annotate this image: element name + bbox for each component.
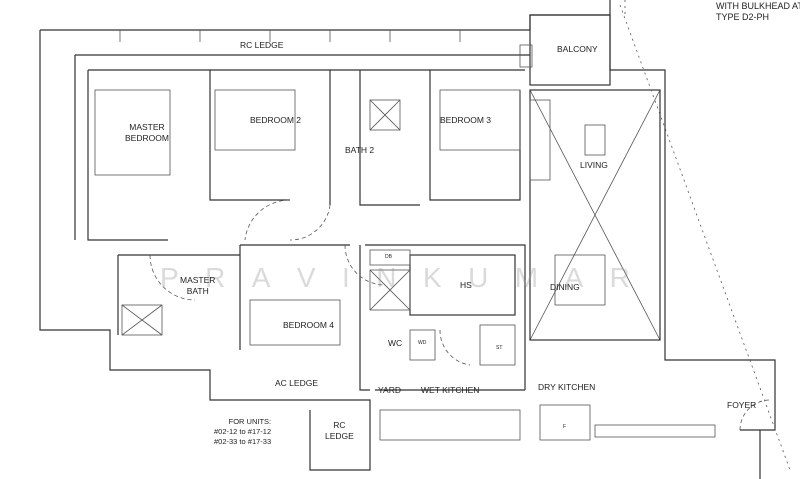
- note-line: TYPE D2-PH: [716, 12, 770, 22]
- bed-4: [249, 299, 341, 346]
- watermark-letter: A: [564, 262, 584, 293]
- label-fridge: F: [563, 424, 567, 430]
- label-wet-kitchen: WET KITCHEN: [421, 385, 480, 395]
- label-line: BATH: [186, 286, 209, 296]
- label-dry-kitchen: DRY KITCHEN: [538, 382, 596, 392]
- bedroom-walls: [87, 69, 525, 241]
- label-bedroom-4: BEDROOM 4: [283, 320, 335, 330]
- note-line: WITH BULKHEAD AT: [716, 1, 800, 11]
- rc-ledge-edge: [74, 54, 530, 240]
- label-foyer: FOYER: [727, 400, 757, 410]
- label-hs: HS: [460, 280, 472, 290]
- label-bedroom-3: BEDROOM 3: [440, 115, 492, 125]
- master-bed: [94, 89, 171, 176]
- label-bedroom-2: BEDROOM 2: [250, 115, 302, 125]
- label-balcony: BALCONY: [557, 44, 598, 54]
- balcony-wall: [529, 14, 611, 86]
- label-ac-ledge: AC LEDGE: [275, 378, 318, 388]
- watermark-letter: K: [422, 262, 442, 293]
- label-wc: WC: [388, 338, 403, 348]
- label-line: BEDROOM: [125, 133, 169, 143]
- watermark-letter: I: [342, 262, 350, 293]
- units-note: FOR UNITS: #02-12 to #17-12 #02-33 to #1…: [214, 417, 271, 447]
- watermark-letter: A: [251, 262, 271, 293]
- label-db: DB: [385, 254, 392, 260]
- dining-table: [554, 254, 606, 306]
- label-rc-ledge-bottom: RC LEDGE: [325, 420, 354, 442]
- watermark: P R A V I N K U M A R: [160, 262, 630, 294]
- watermark-letter: R: [205, 262, 226, 293]
- watermark-letter: U: [468, 262, 489, 293]
- units-note-line: #02-33 to #17-33: [214, 437, 272, 446]
- living-dining-space: [529, 89, 661, 341]
- outer-wall-left: [39, 30, 371, 471]
- label-line: LEDGE: [325, 431, 354, 441]
- label-living: LIVING: [580, 160, 608, 170]
- label-master-bedroom: MASTER BEDROOM: [125, 122, 169, 144]
- watermark-letter: M: [514, 262, 539, 293]
- label-master-bath: MASTER BATH: [180, 275, 215, 297]
- label-wd: WD: [418, 340, 427, 346]
- label-yard: YARD: [378, 385, 401, 395]
- label-rc-ledge-top: RC LEDGE: [240, 40, 284, 50]
- watermark-letter: V: [296, 262, 316, 293]
- label-line: MASTER: [180, 275, 216, 285]
- bed-3: [439, 89, 521, 151]
- watermark-letter: P: [160, 262, 179, 293]
- bed-2: [214, 89, 296, 151]
- label-bath-2: BATH 2: [345, 145, 375, 155]
- units-note-line: #02-12 to #17-12: [214, 427, 272, 436]
- units-note-line: FOR UNITS:: [228, 417, 272, 426]
- outer-wall: [40, 14, 776, 479]
- label-dining: DINING: [550, 282, 580, 292]
- label-line: RC: [333, 420, 346, 430]
- note-top-right: WITH BULKHEAD AT TYPE D2-PH: [716, 1, 800, 23]
- watermark-letter: N: [376, 262, 397, 293]
- label-line: MASTER: [129, 122, 165, 132]
- watermark-letter: R: [609, 262, 630, 293]
- sofa: [529, 99, 551, 181]
- label-st: ST: [496, 345, 503, 351]
